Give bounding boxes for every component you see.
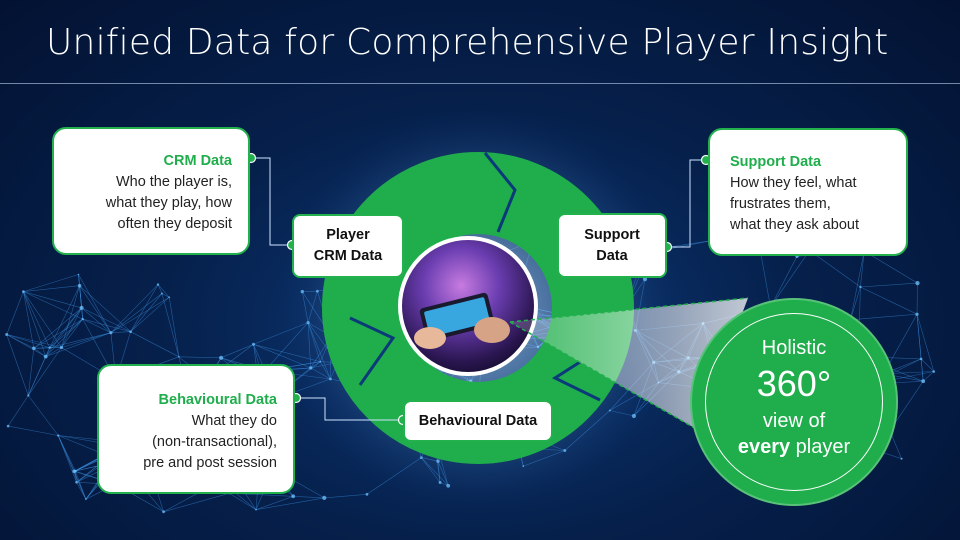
cycle-node-player-crm: Player CRM Data — [292, 214, 404, 278]
connector-lines — [252, 157, 706, 421]
support-callout-line: what they ask about — [730, 217, 859, 233]
crm-data-callout: CRM Data Who the player is, what they pl… — [52, 127, 250, 255]
behavioural-callout-line: (non-transactional), — [152, 434, 277, 450]
support-data-callout: Support Data How they feel, what frustra… — [708, 128, 908, 256]
behavioural-callout-heading: Behavioural Data — [158, 392, 277, 408]
page-title: Unified Data for Comprehensive Player In… — [46, 22, 889, 63]
cycle-chevrons — [349, 152, 601, 402]
behavioural-callout-line: What they do — [191, 413, 277, 429]
insight-beam — [510, 298, 748, 430]
node-label: Behavioural Data — [418, 412, 538, 429]
behavioural-callout-line: pre and post session — [143, 455, 277, 471]
title-divider — [0, 83, 960, 84]
support-callout-line: frustrates them, — [730, 196, 831, 212]
badge-line: Holistic — [761, 337, 827, 359]
cycle-node-behavioural: Behavioural Data — [403, 400, 553, 442]
node-label: Data — [596, 247, 628, 264]
behavioural-data-callout: Behavioural Data What they do (non-trans… — [97, 364, 295, 494]
crm-callout-line: what they play, how — [105, 195, 232, 211]
badge-inner-ring — [705, 313, 883, 491]
crm-callout-line: often they deposit — [117, 216, 232, 232]
cycle-node-support: Support Data — [557, 213, 667, 278]
node-label: CRM Data — [313, 248, 383, 264]
badge-line: every player — [692, 436, 896, 459]
phone-graphic — [414, 292, 510, 349]
node-label: Player — [326, 227, 370, 243]
node-label: Support — [584, 226, 640, 243]
crm-callout-heading: CRM Data — [163, 153, 232, 169]
crm-callout-line: Who the player is, — [115, 174, 232, 190]
holistic-360-badge: Holistic 360° view of every player — [690, 298, 898, 506]
badge-line-360: 360° — [756, 363, 832, 404]
support-callout-heading: Support Data — [730, 154, 822, 170]
badge-line-rest: player — [790, 436, 851, 458]
support-callout-line: How they feel, what — [730, 175, 857, 191]
badge-bold-word: every — [737, 436, 791, 458]
badge-line: view of — [762, 410, 826, 432]
